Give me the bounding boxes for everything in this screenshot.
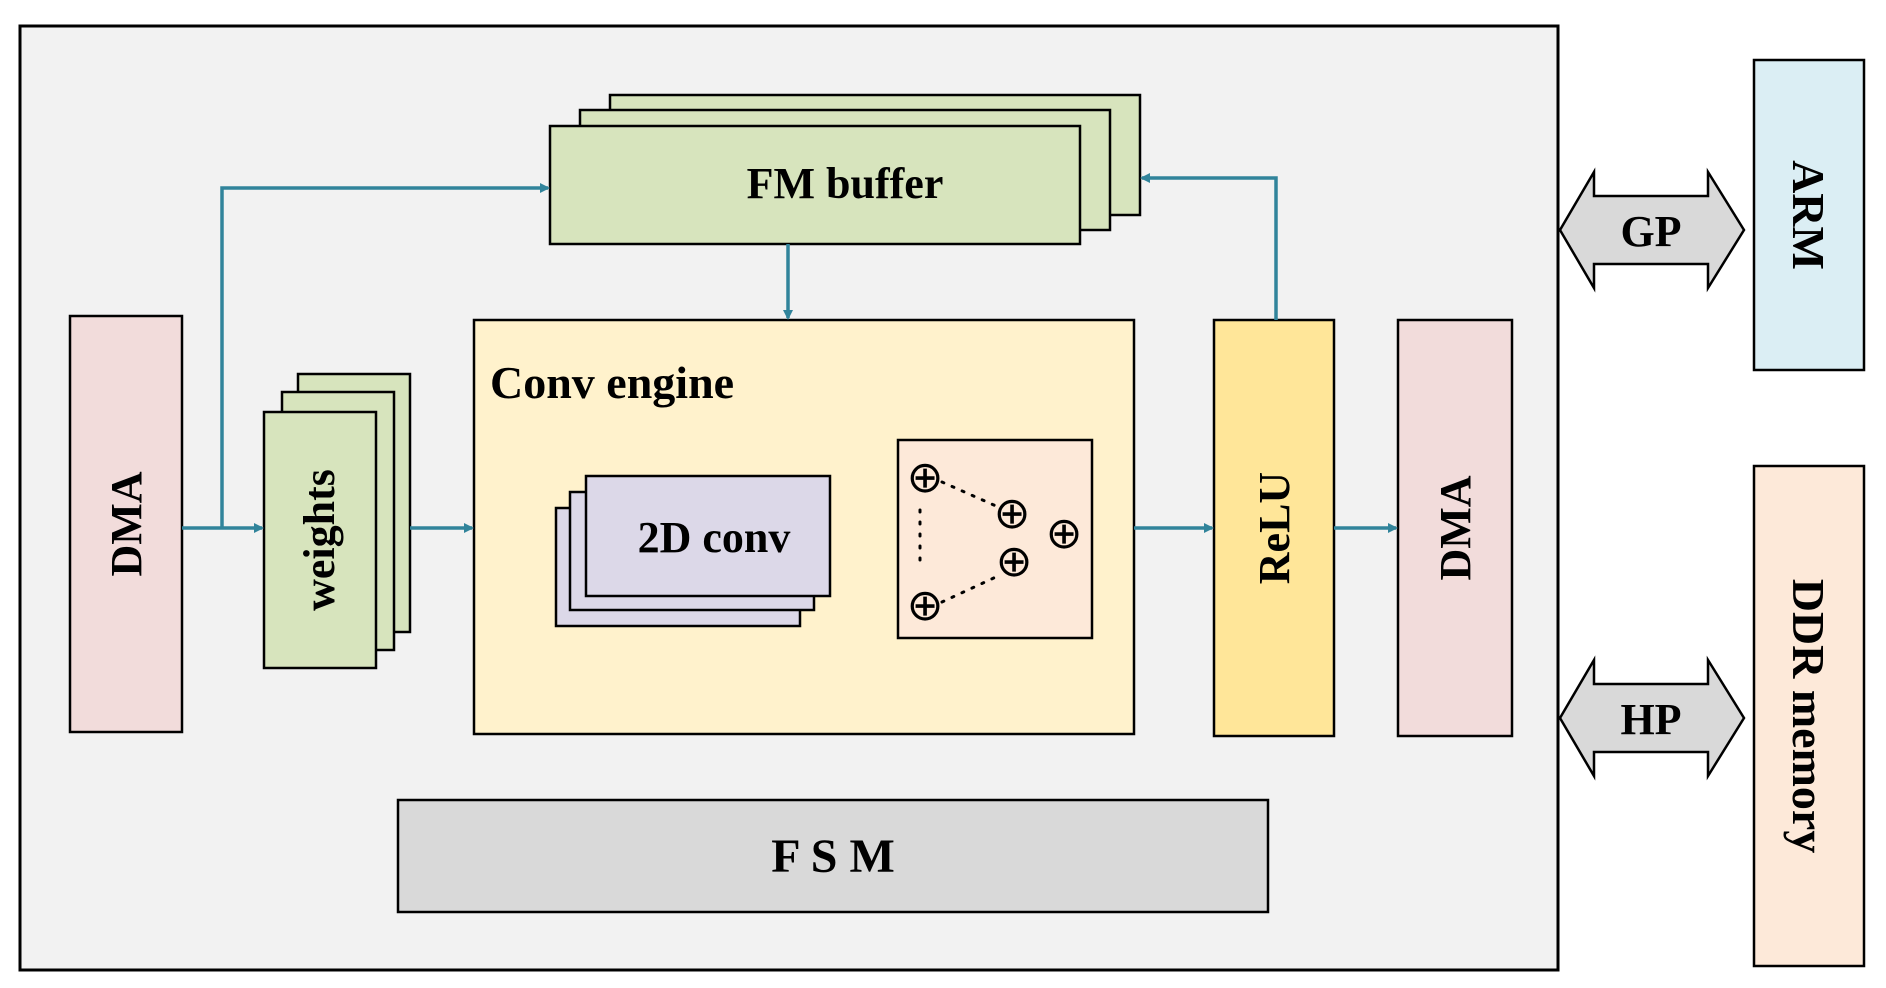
fsm-block: F S M <box>396 798 1270 914</box>
adder-icon: ⊕ <box>907 452 944 503</box>
ddr-memory-label: DDR memory <box>1783 579 1834 854</box>
dma-output-block: DMA <box>1396 318 1514 738</box>
ddr-memory-block: DDR memory <box>1752 464 1866 968</box>
arm-label: ARM <box>1783 160 1834 270</box>
fm-buffer-block: FM buffer <box>548 93 1142 246</box>
conv2d-label: 2D conv <box>638 513 791 562</box>
wire-relu-to-fm-buffer <box>1140 173 1278 320</box>
adder-icon: ⊕ <box>1046 508 1083 559</box>
hp-port-label: HP <box>1620 695 1681 744</box>
relu-block: ReLU <box>1212 318 1336 738</box>
arm-block: ARM <box>1752 58 1866 372</box>
dma-output-label: DMA <box>1431 475 1480 580</box>
weights-label: weights <box>295 469 344 611</box>
weights-block: weights <box>262 372 412 670</box>
fm-buffer-label: FM buffer <box>747 159 944 208</box>
conv2d-block: 2D conv <box>554 474 832 628</box>
dma-input-label: DMA <box>102 471 151 576</box>
adder-icon: ⊕ <box>994 488 1031 539</box>
adder-icon: ⊕ <box>907 580 944 631</box>
dataflow-wires <box>182 173 1398 533</box>
adder-tree-block: ⊕ ⊕ ⊕ ⊕ ⊕ <box>896 438 1094 640</box>
wire-dma-to-fm-buffer <box>220 183 550 528</box>
hp-port-arrow: HP <box>1558 655 1746 781</box>
adder-icon: ⊕ <box>996 536 1033 587</box>
gp-port-label: GP <box>1620 207 1681 256</box>
relu-label: ReLU <box>1250 472 1299 584</box>
dma-input-block: DMA <box>68 314 184 734</box>
fsm-label: F S M <box>771 830 895 883</box>
conv-engine-label: Conv engine <box>490 357 734 408</box>
gp-port-arrow: GP <box>1558 167 1746 293</box>
